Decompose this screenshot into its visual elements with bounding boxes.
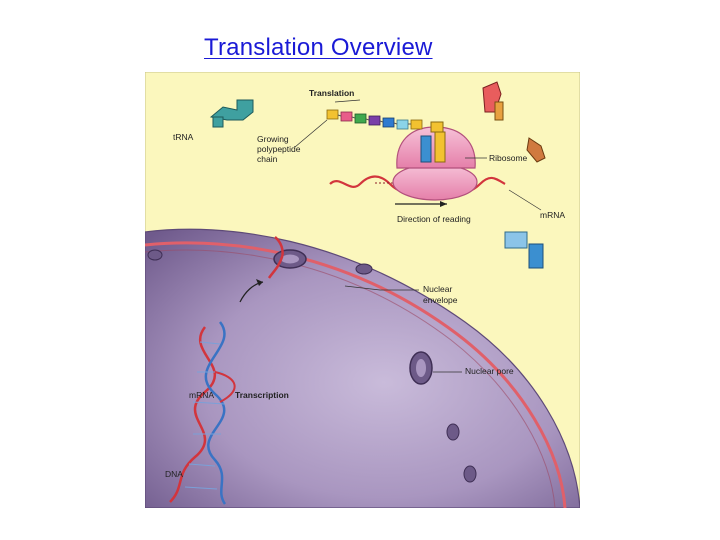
- label-translation: Translation: [309, 88, 354, 98]
- label-nuclear-1: Nuclear: [423, 284, 452, 294]
- label-growing-2: polypeptide: [257, 144, 301, 154]
- diagram-canvas: Translation tRNA Growing polypeptide cha…: [145, 72, 580, 508]
- label-mrna-left: mRNA: [189, 390, 214, 400]
- label-direction: Direction of reading: [397, 214, 471, 224]
- slide-title[interactable]: Translation Overview: [204, 34, 433, 62]
- label-mrna-right: mRNA: [540, 210, 565, 220]
- label-nuclear-pore: Nuclear pore: [465, 366, 514, 376]
- translation-diagram: Translation tRNA Growing polypeptide cha…: [145, 72, 580, 508]
- label-nuclear-2: envelope: [423, 295, 458, 305]
- label-growing-1: Growing: [257, 134, 289, 144]
- label-growing-3: chain: [257, 154, 278, 164]
- label-trna: tRNA: [173, 132, 194, 142]
- label-transcription: Transcription: [235, 390, 289, 400]
- label-ribosome: Ribosome: [489, 153, 528, 163]
- label-dna: DNA: [165, 469, 183, 479]
